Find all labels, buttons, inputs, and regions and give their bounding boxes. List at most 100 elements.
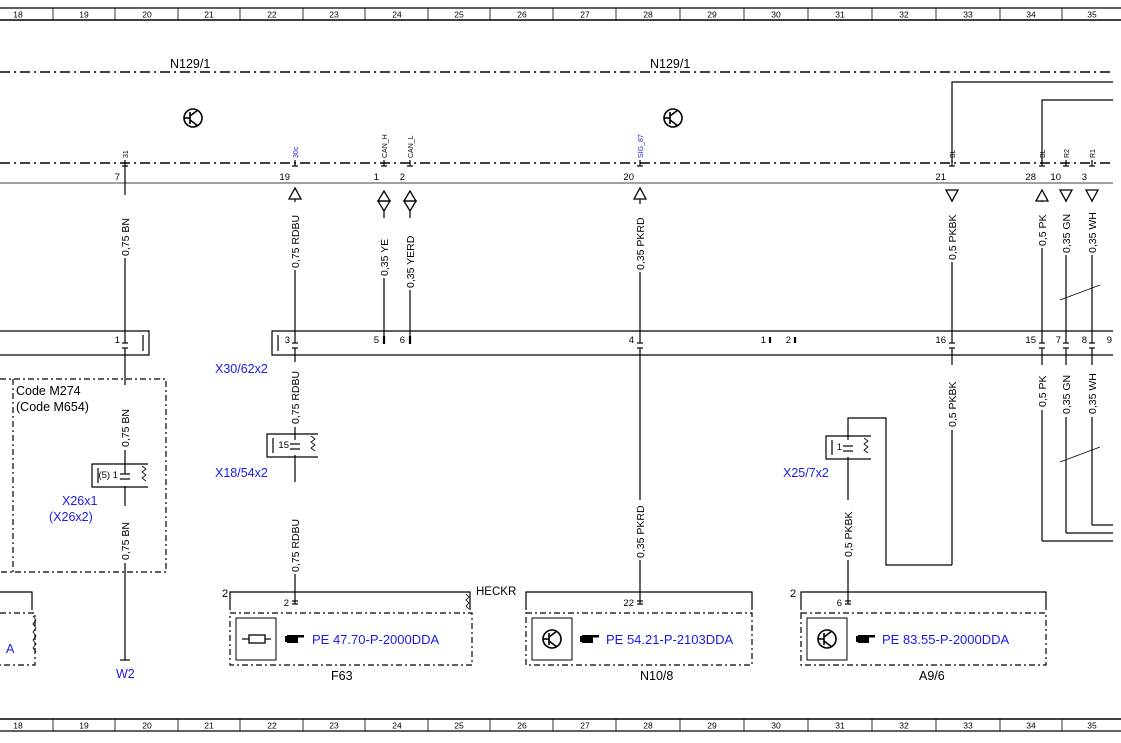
bidirectional-arrow-icon	[402, 189, 418, 213]
ruler-col: 20	[142, 10, 152, 20]
hand-pointer-icon	[580, 635, 599, 643]
pin-name: 30c	[293, 146, 300, 158]
wire-label: 0,75 RDBU	[290, 215, 302, 268]
ruler-col: 33	[963, 10, 973, 20]
ruler-col: 24	[392, 721, 402, 731]
pin-name: R2	[1064, 149, 1071, 158]
x25-connector: 1	[825, 435, 871, 460]
pin-name: BL	[1040, 149, 1047, 158]
pin-name: 31	[123, 150, 130, 158]
code-label: Code M274	[16, 384, 81, 398]
ruler-col: 23	[329, 721, 339, 731]
ruler-col: 19	[79, 10, 89, 20]
connector-pin: 15	[278, 440, 289, 451]
ruler-col: 26	[517, 10, 527, 20]
module-n129-outline: N129/1 N129/1	[0, 57, 1113, 184]
bottom-ruler: 18 19 20 21 22 23 24 25 26 27 28 29 30 3…	[0, 718, 1121, 732]
pin-number: 3	[1082, 172, 1087, 183]
component-num: 2	[790, 588, 796, 600]
pin-number: 10	[1050, 172, 1061, 183]
fuse-icon	[242, 634, 271, 644]
module-label: N129/1	[170, 57, 210, 71]
pin-stubs	[122, 160, 1095, 167]
ruler-col: 20	[142, 721, 152, 731]
bar-pin-number: 1	[115, 335, 120, 346]
component-reference-link[interactable]: PE 54.21-P-2103DDA	[606, 632, 734, 647]
input-arrow-icon	[1084, 189, 1100, 203]
wire-label: 0,35 WH	[1087, 212, 1099, 253]
code-label: (Code M654)	[16, 400, 89, 414]
ruler-col: 19	[79, 721, 89, 731]
module-label: N129/1	[650, 57, 690, 71]
ruler-col: 27	[580, 10, 590, 20]
output-arrow-icon	[632, 186, 648, 200]
ground-label: W2	[116, 667, 135, 681]
wire-bn-lower	[120, 353, 130, 661]
ruler-col: 28	[643, 10, 653, 20]
connector-pin: 1	[837, 442, 842, 453]
bar-pin-marks	[122, 336, 1095, 353]
bar-pin-number: 4	[629, 335, 634, 346]
ruler-col: 34	[1026, 721, 1036, 731]
component-pin: 22	[623, 598, 634, 609]
component-left-partial: A	[0, 591, 37, 666]
pin-number: 28	[1025, 172, 1036, 183]
pin-name: SIG_87	[638, 134, 645, 158]
ruler-col: 29	[707, 721, 717, 731]
pin-number: 7	[115, 172, 120, 183]
ruler-col: 23	[329, 10, 339, 20]
bar-pin-number: 7	[1056, 335, 1061, 346]
bar-pin-number: 2	[786, 335, 791, 346]
twisted-pair-mark	[1059, 284, 1101, 301]
transistor-icon	[663, 108, 683, 128]
right-lower-wires	[1041, 353, 1113, 542]
pin-number: 1	[374, 172, 379, 183]
signal-arrows	[287, 186, 1100, 213]
component-pin: 6	[837, 598, 842, 609]
component-ref-partial: A	[6, 642, 15, 656]
connector-label-x25: X25/7x2	[783, 466, 829, 480]
component-name: N10/8	[640, 669, 673, 683]
component-reference-link[interactable]: PE 83.55-P-2000DDA	[882, 632, 1010, 647]
connector-pin: (5) 1	[98, 470, 118, 481]
pin-number: 21	[935, 172, 946, 183]
bar-pin-number: 6	[400, 335, 405, 346]
wire-label: 0,5 PKBK	[947, 381, 959, 427]
wire-label: 0,35 YE	[379, 239, 391, 276]
ruler-col: 32	[899, 10, 909, 20]
ruler-col: 31	[835, 721, 845, 731]
transistor-icon	[183, 108, 203, 128]
bar-pin-number: 8	[1082, 335, 1087, 346]
pin-number: 19	[279, 172, 290, 183]
pin-name: R1	[1090, 149, 1097, 158]
ruler-col: 34	[1026, 10, 1036, 20]
connector-label-x18: X18/54x2	[215, 466, 268, 480]
x26-connector: (5) 1	[91, 463, 148, 488]
wire-label: 0,35 WH	[1087, 373, 1099, 414]
connector-label-x26: X26x1	[62, 494, 97, 508]
bidirectional-arrow-icon	[376, 189, 392, 213]
wire-label: 0,5 PKBK	[843, 511, 855, 557]
hand-pointer-icon	[285, 635, 304, 643]
component-f63: 2 2 HECKR PE 47.70-P-2000DDA F63	[222, 586, 516, 683]
input-arrow-icon	[944, 189, 960, 203]
module-pins: 7 19 1 2 20 21 28 10 3 31 30c CAN_H CAN_…	[115, 134, 1097, 183]
component-name: F63	[331, 669, 353, 683]
component-name: A9/6	[919, 669, 945, 683]
pin-name: BL	[950, 149, 957, 158]
pin-number: 20	[623, 172, 634, 183]
bar-pin-number: 1	[761, 335, 766, 346]
ruler-col: 30	[771, 10, 781, 20]
ruler-col: 33	[963, 721, 973, 731]
ruler-col: 18	[13, 721, 23, 731]
connector-label-x30: X30/62x2	[215, 362, 268, 376]
wire-label: 0,35 PKRD	[635, 217, 647, 270]
wire-pkrd-lower	[637, 353, 643, 605]
bar-pin-number: 9	[1107, 335, 1112, 346]
ruler-col: 30	[771, 721, 781, 731]
x18-connector: 15	[266, 433, 318, 458]
ruler-col: 32	[899, 721, 909, 731]
wire-label: 0,35 GN	[1061, 214, 1073, 253]
component-reference-link[interactable]: PE 47.70-P-2000DDA	[312, 632, 440, 647]
